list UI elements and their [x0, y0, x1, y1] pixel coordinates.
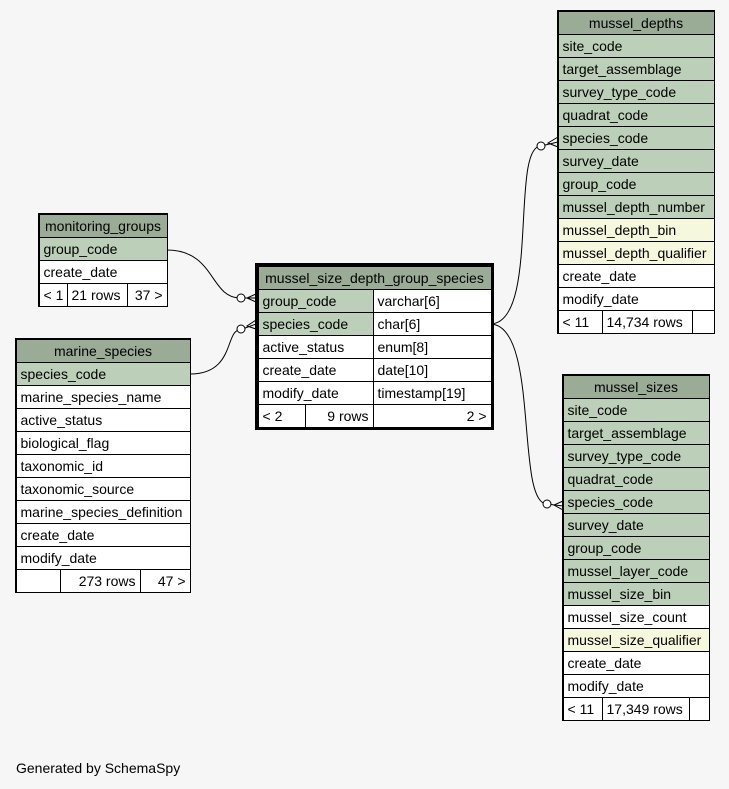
- column-row[interactable]: species_code: [562, 489, 710, 514]
- column-row[interactable]: marine_species_name: [15, 384, 191, 409]
- column-row[interactable]: group_code: [38, 236, 168, 261]
- edge-crowfoot: [245, 319, 257, 330]
- table-title[interactable]: mussel_sizes: [562, 374, 710, 399]
- column-row[interactable]: group_code: [557, 171, 715, 196]
- row-count: 21 rows: [66, 282, 128, 307]
- column-row[interactable]: create_date: [562, 650, 710, 675]
- column-row[interactable]: modify_date: [557, 286, 715, 311]
- parents-count: < 1: [38, 282, 68, 307]
- column-row[interactable]: mussel_depth_number: [557, 194, 715, 219]
- column-row[interactable]: marine_species_definition: [15, 499, 191, 524]
- column-row[interactable]: mussel_depth_qualifier: [557, 240, 715, 265]
- column-type: enum[8]: [372, 334, 492, 359]
- column-row[interactable]: survey_date: [557, 148, 715, 173]
- column-type: date[10]: [372, 357, 492, 382]
- column-row[interactable]: mussel_size_bin: [562, 581, 710, 606]
- column-row[interactable]: site_code: [562, 397, 710, 422]
- edge-monitoring-groups: [166, 249, 256, 299]
- edge-crowfoot: [546, 136, 559, 148]
- column-row[interactable]: species_code: [257, 311, 374, 336]
- table-marine-species[interactable]: marine_species species_code marine_speci…: [15, 338, 191, 593]
- column-type: varchar[6]: [372, 288, 492, 313]
- edge-end-circle: [236, 293, 246, 303]
- column-row[interactable]: mussel_layer_code: [562, 558, 710, 583]
- column-row[interactable]: taxonomic_id: [15, 453, 191, 478]
- column-row[interactable]: species_code: [557, 125, 715, 150]
- column-row[interactable]: create_date: [15, 522, 191, 547]
- edge-mussel-depths: [489, 141, 559, 325]
- column-row[interactable]: active_status: [257, 334, 374, 359]
- column-row[interactable]: modify_date: [257, 380, 374, 405]
- column-row[interactable]: biological_flag: [15, 430, 191, 455]
- column-row[interactable]: group_code: [257, 288, 374, 313]
- table-mussel-depths[interactable]: mussel_depths site_code target_assemblag…: [557, 10, 715, 334]
- column-row[interactable]: quadrat_code: [562, 466, 710, 491]
- edge-crowfoot: [552, 500, 564, 511]
- column-row[interactable]: modify_date: [562, 673, 710, 698]
- column-row[interactable]: mussel_size_qualifier: [562, 627, 710, 652]
- table-title[interactable]: mussel_depths: [557, 10, 715, 35]
- column-row[interactable]: create_date: [38, 259, 168, 284]
- column-row[interactable]: target_assemblage: [557, 56, 715, 81]
- edge-marine-species: [189, 323, 257, 375]
- edge-end-circle: [542, 499, 552, 509]
- column-row[interactable]: survey_type_code: [557, 79, 715, 104]
- parents-count: < 11: [562, 696, 603, 721]
- edge-end-circle: [536, 141, 546, 151]
- table-title[interactable]: monitoring_groups: [38, 213, 168, 238]
- children-count: 37 >: [126, 282, 168, 307]
- edge-crowfoot: [245, 293, 257, 303]
- children-count: 47 >: [139, 568, 191, 593]
- column-row[interactable]: taxonomic_source: [15, 476, 191, 501]
- column-row[interactable]: target_assemblage: [562, 420, 710, 445]
- column-row[interactable]: quadrat_code: [557, 102, 715, 127]
- children-count: 2 >: [372, 403, 492, 428]
- generated-by-label: Generated by SchemaSpy: [16, 760, 181, 776]
- edge-mussel-sizes: [489, 323, 564, 507]
- children-count: [688, 696, 710, 721]
- column-row[interactable]: mussel_depth_bin: [557, 217, 715, 242]
- column-row[interactable]: species_code: [15, 361, 191, 386]
- table-mussel-size-depth-group-species[interactable]: mussel_size_depth_group_species group_co…: [255, 263, 494, 430]
- row-count: 273 rows: [59, 568, 141, 593]
- column-row[interactable]: mussel_size_count: [562, 604, 710, 629]
- column-row[interactable]: modify_date: [15, 545, 191, 570]
- row-count: 9 rows: [304, 403, 374, 428]
- table-title[interactable]: marine_species: [15, 338, 191, 363]
- column-row[interactable]: group_code: [562, 535, 710, 560]
- table-mussel-sizes[interactable]: mussel_sizes site_code target_assemblage…: [562, 374, 710, 721]
- table-monitoring-groups[interactable]: monitoring_groups group_code create_date…: [38, 213, 168, 307]
- parents-count: < 11: [557, 309, 603, 334]
- column-row[interactable]: survey_date: [562, 512, 710, 537]
- parents-count: [15, 568, 61, 593]
- column-row[interactable]: survey_type_code: [562, 443, 710, 468]
- row-count: 17,349 rows: [601, 696, 690, 721]
- parents-count: < 2: [257, 403, 306, 428]
- row-count: 14,734 rows: [601, 309, 693, 334]
- column-type: timestamp[19]: [372, 380, 492, 405]
- column-row[interactable]: create_date: [557, 263, 715, 288]
- column-row[interactable]: create_date: [257, 357, 374, 382]
- column-row[interactable]: site_code: [557, 33, 715, 58]
- column-type: char[6]: [372, 311, 492, 336]
- table-title[interactable]: mussel_size_depth_group_species: [257, 265, 492, 290]
- edge-end-circle: [236, 324, 246, 334]
- column-row[interactable]: active_status: [15, 407, 191, 432]
- children-count: [691, 309, 715, 334]
